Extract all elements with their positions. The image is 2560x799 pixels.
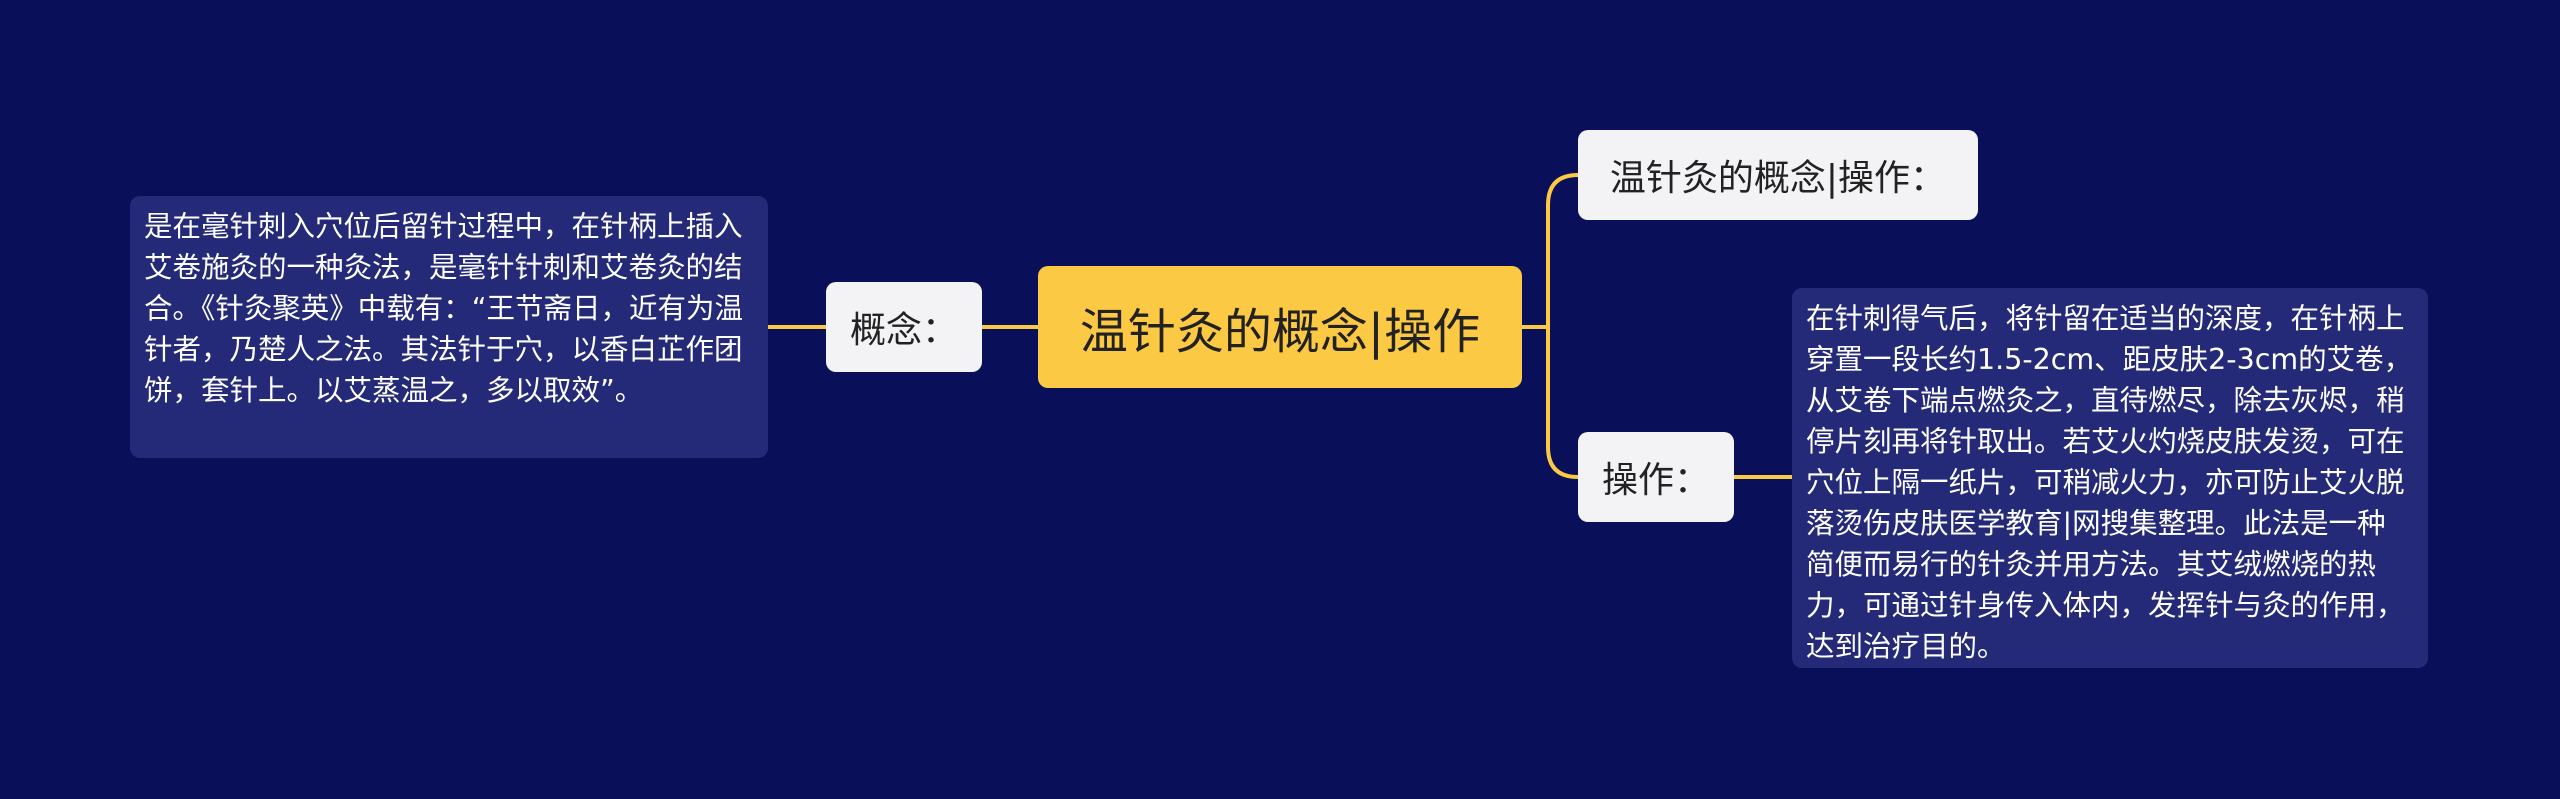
title-subtopic-node[interactable]: 温针灸的概念|操作： [1578,130,1978,220]
operation-node[interactable]: 操作： [1578,432,1734,522]
concept-node[interactable]: 概念： [826,282,982,372]
operation-text-node[interactable]: 在针刺得气后，将针留在适当的深度，在针柄上穿置一段长约1.5-2cm、距皮肤2-… [1792,288,2428,668]
title-subtopic-label: 温针灸的概念|操作： [1609,158,1947,199]
connector-to-operation [1546,325,1580,479]
root-topic-label: 温针灸的概念|操作 [1079,304,1481,360]
connector-to-title-node [1546,173,1580,329]
operation-node-label: 操作： [1601,460,1710,501]
concept-node-label: 概念： [849,310,958,351]
operation-text: 在针刺得气后，将针留在适当的深度，在针柄上穿置一段长约1.5-2cm、距皮肤2-… [1806,302,2413,663]
concept-text-node[interactable]: 是在毫针刺入穴位后留针过程中，在针柄上插入艾卷施灸的一种灸法，是毫针针刺和艾卷灸… [130,196,768,458]
concept-text: 是在毫针刺入穴位后留针过程中，在针柄上插入艾卷施灸的一种灸法，是毫针针刺和艾卷灸… [144,210,744,407]
root-topic[interactable]: 温针灸的概念|操作 [1038,266,1522,388]
